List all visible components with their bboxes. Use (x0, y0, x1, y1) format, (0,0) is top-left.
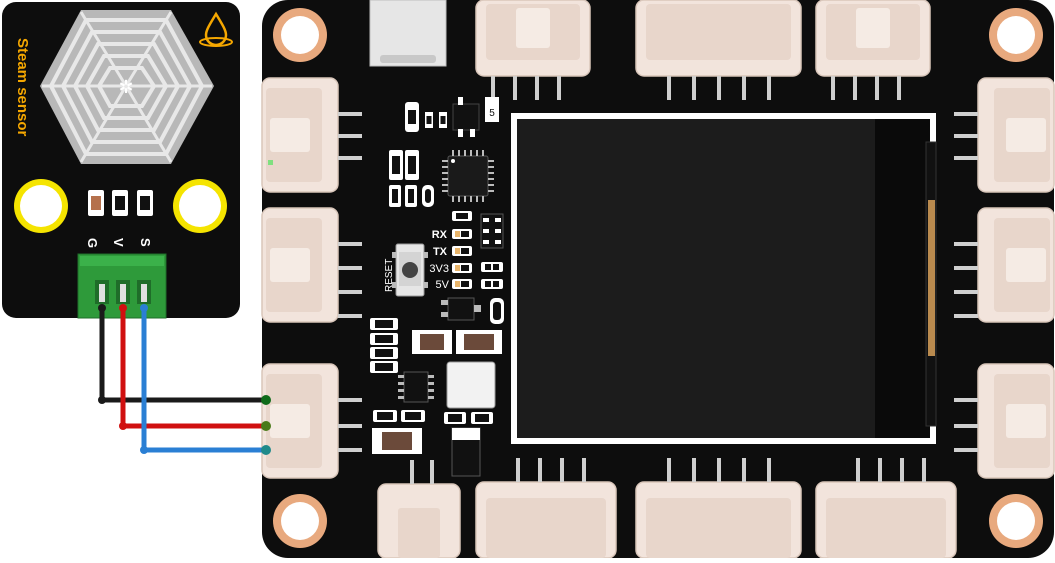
sensor-title: Steam sensor (14, 38, 31, 137)
wire-gnd (99, 308, 266, 403)
mounting-hole-tl (273, 8, 327, 62)
connector-bottom-2 (475, 458, 617, 559)
sensor-terminal (77, 253, 167, 319)
usb-c-port (369, 0, 447, 67)
5v-label: 5V (436, 279, 450, 291)
reset-button[interactable] (392, 243, 428, 297)
components: 5 RX TX 3V3 5V (370, 97, 504, 477)
sensor-hole-right (173, 179, 227, 233)
sensor-hole-left (14, 179, 68, 233)
connector-bottom-4 (815, 458, 957, 559)
pin-label-s: S (138, 238, 153, 247)
mounting-hole-tr (989, 8, 1043, 62)
connector-left-1 (261, 77, 362, 193)
connector-right-3 (954, 363, 1055, 479)
controller-board: 5 RX TX 3V3 5V (261, 0, 1055, 559)
connector-top-2 (635, 0, 802, 100)
connector-top-1 (475, 0, 591, 100)
connector-top-3 (815, 0, 931, 100)
wires (98, 304, 271, 455)
tx-label: TX (433, 246, 448, 258)
3v3-label: 3V3 (429, 263, 449, 275)
connector-bottom-1 (377, 460, 461, 559)
water-drop-logo (199, 11, 233, 47)
svg-text:✲: ✲ (118, 77, 133, 97)
mounting-hole-bl (273, 494, 327, 548)
connector-bottom-3 (635, 458, 802, 559)
connector-left-2 (261, 207, 362, 323)
mounting-hole-br (989, 494, 1043, 548)
sensing-pad: ✲ (40, 10, 214, 164)
lcd-screen (511, 113, 937, 444)
pin-label-v: V (111, 238, 126, 247)
connector-right-2 (954, 207, 1055, 323)
steam-sensor-module: ✲ Steam sensor G V S (2, 2, 240, 319)
wire-signal (141, 308, 266, 453)
rx-label: RX (432, 229, 448, 241)
connector-right-1 (954, 77, 1055, 193)
connector-left-3 (261, 363, 362, 479)
pin-label-g: G (85, 238, 100, 248)
reset-label: RESET (384, 259, 395, 292)
chip-label: 5 (489, 108, 495, 119)
